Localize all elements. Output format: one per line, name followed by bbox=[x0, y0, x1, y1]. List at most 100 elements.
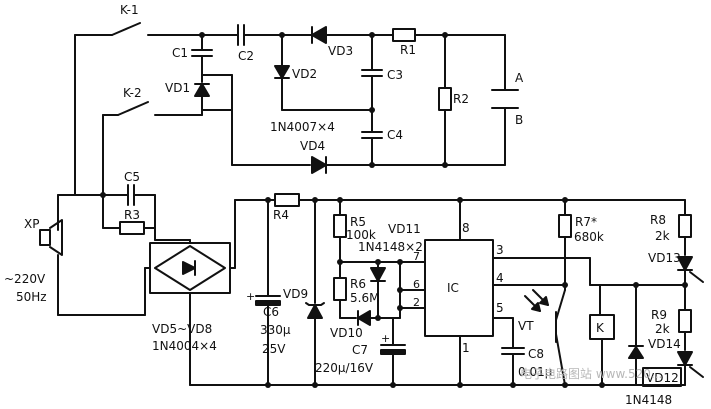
label-c4: C4 bbox=[387, 128, 403, 142]
label-pin7: 7 bbox=[413, 250, 420, 263]
junction-dot bbox=[369, 107, 375, 113]
resistor-r3: R3 bbox=[102, 194, 156, 235]
label-b: B bbox=[515, 113, 523, 127]
capacitor-c6: + C6 330μ 25V bbox=[246, 199, 291, 386]
junction-dot bbox=[562, 382, 568, 388]
junction-dot bbox=[312, 197, 318, 203]
relay-k: K bbox=[589, 284, 615, 386]
label-vd14: VD14 bbox=[648, 337, 681, 351]
label-pin6: 6 bbox=[413, 278, 420, 291]
junction-dot bbox=[199, 32, 205, 38]
label-vd12: VD12 bbox=[646, 371, 679, 385]
label-r5-value: 100k bbox=[346, 228, 376, 242]
label-c2: C2 bbox=[238, 49, 254, 63]
label-r9-value: 2k bbox=[655, 322, 670, 336]
junction-dot bbox=[397, 287, 403, 293]
junction-dot bbox=[442, 32, 448, 38]
label-c1: C1 bbox=[172, 46, 188, 60]
diode-vd11 bbox=[370, 261, 386, 319]
phototransistor-vt: VT bbox=[518, 289, 566, 386]
label-in4007: 1N4007×4 bbox=[270, 120, 335, 134]
junction-dot bbox=[279, 32, 285, 38]
junction-dot bbox=[457, 382, 463, 388]
junction-dot bbox=[312, 382, 318, 388]
label-bridge-type: 1N4004×4 bbox=[152, 339, 217, 353]
junction-dot bbox=[265, 382, 271, 388]
junction-dot bbox=[562, 197, 568, 203]
label-ic: IC bbox=[447, 281, 459, 295]
diode-vd4: VD4 bbox=[300, 139, 506, 174]
led-vd14: VD14 bbox=[648, 337, 704, 386]
label-ac-voltage: ~220V bbox=[4, 272, 46, 286]
label-r8-value: 2k bbox=[655, 229, 670, 243]
label-a: A bbox=[515, 71, 524, 85]
label-vd10: VD10 bbox=[330, 326, 363, 340]
capacitor-c2: C2 bbox=[201, 24, 303, 63]
label-pin4: 4 bbox=[496, 271, 504, 285]
label-pin2: 2 bbox=[413, 296, 420, 309]
label-c6-value: 330μ bbox=[260, 323, 291, 337]
zener-vd9: VD9 bbox=[283, 199, 325, 386]
label-pin8: 8 bbox=[462, 221, 470, 235]
resistor-r1: R1 bbox=[371, 28, 446, 57]
label-r7-value: 680k bbox=[574, 230, 604, 244]
label-c7-value: 220μ/16V bbox=[315, 361, 374, 375]
resistor-r8: R8 2k bbox=[650, 199, 692, 256]
label-vd2: VD2 bbox=[292, 67, 317, 81]
label-vd4: VD4 bbox=[300, 139, 325, 153]
label-vt: VT bbox=[518, 319, 534, 333]
switch-k2: K-2 bbox=[102, 86, 203, 196]
capacitor-c1: C1 bbox=[172, 34, 213, 76]
junction-dot bbox=[390, 382, 396, 388]
capacitor-c7: + C7 220μ/16V bbox=[315, 317, 406, 386]
junction-dot bbox=[682, 282, 688, 288]
junction-dot bbox=[599, 382, 605, 388]
resistor-r7: R7* 680k bbox=[558, 199, 604, 291]
label-c6-plus: + bbox=[246, 290, 255, 303]
capacitor-c3: C3 bbox=[361, 34, 403, 111]
label-vd9: VD9 bbox=[283, 287, 308, 301]
junction-dot bbox=[100, 192, 106, 198]
label-k: K bbox=[596, 321, 605, 335]
label-vd11: VD11 bbox=[388, 222, 421, 236]
label-r7: R7* bbox=[575, 215, 597, 229]
label-c6-voltage: 25V bbox=[262, 342, 286, 356]
label-r3: R3 bbox=[124, 208, 140, 222]
label-vd1: VD1 bbox=[165, 81, 190, 95]
label-r8: R8 bbox=[650, 213, 666, 227]
junction-dot bbox=[375, 259, 381, 265]
diode-vd12: VD12 bbox=[628, 284, 682, 387]
junction-dot bbox=[375, 315, 381, 321]
label-c8-value: 0.01μ bbox=[518, 365, 553, 379]
label-xp: XP bbox=[24, 217, 39, 231]
junction-dot bbox=[457, 197, 463, 203]
watermark-text: 电子电路图站 www.520... bbox=[520, 366, 662, 381]
label-k2: K-2 bbox=[123, 86, 142, 100]
diode-vd1: VD1 bbox=[165, 74, 233, 111]
junction-dot bbox=[510, 382, 516, 388]
led-vd13: VD13 bbox=[648, 251, 704, 311]
junction-dot bbox=[397, 259, 403, 265]
label-r9: R9 bbox=[651, 308, 667, 322]
label-c7-plus: + bbox=[381, 332, 390, 345]
label-in4148x2: 1N4148×2 bbox=[358, 240, 423, 254]
label-vd3: VD3 bbox=[328, 44, 353, 58]
label-r6: R6 bbox=[350, 277, 366, 291]
label-pin5: 5 bbox=[496, 301, 504, 315]
label-r1: R1 bbox=[400, 43, 416, 57]
junction-dot bbox=[369, 162, 375, 168]
label-r2: R2 bbox=[453, 92, 469, 106]
label-vd13: VD13 bbox=[648, 251, 681, 265]
resistor-r6: R6 5.6M bbox=[333, 261, 379, 319]
ic-chip: IC 8 7 6 2 1 3 4 5 bbox=[413, 199, 504, 386]
resistor-r2: R2 bbox=[438, 34, 469, 166]
label-c3: C3 bbox=[387, 68, 403, 82]
label-c5: C5 bbox=[124, 170, 140, 184]
switch-k1: K-1 bbox=[74, 3, 203, 196]
junction-dot bbox=[442, 162, 448, 168]
junction-dot bbox=[265, 197, 271, 203]
label-in4148: 1N4148 bbox=[625, 393, 672, 407]
junction-dot bbox=[397, 305, 403, 311]
diode-vd3: VD3 bbox=[301, 26, 373, 58]
